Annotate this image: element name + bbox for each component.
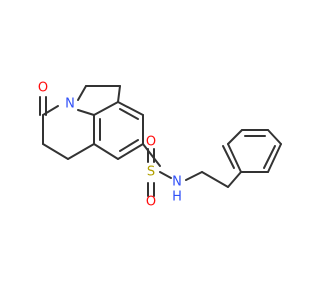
atom-label-hydrogen-amide: H [172, 190, 182, 205]
bond-ph-1-inner [222, 145, 235, 169]
bonds [39, 85, 282, 197]
atom-label-oxygen-carbonyl: O [38, 81, 48, 96]
bond-n-ch2 [77, 85, 87, 101]
bond-ar-2 [117, 101, 144, 116]
atom-label-oxygen-sulfonyl-top: O [146, 135, 156, 150]
bond-ph-1 [227, 143, 242, 173]
atom-label-sulfur: S [147, 165, 155, 180]
bond-ar-4 [117, 143, 144, 160]
bond-ar-1 [93, 101, 119, 116]
background [0, 0, 300, 300]
bond-ar-s [142, 143, 161, 167]
bond-ph-5 [267, 143, 282, 173]
bond-ph-2 [227, 129, 243, 145]
bond-c-co-n [42, 105, 59, 116]
atom-label-nitrogen-amide: N [172, 175, 182, 190]
molecule-structure: O N S O O N H [0, 0, 300, 300]
bond-ch2-ph [227, 171, 242, 188]
bond-ar-4-inner [119, 139, 139, 152]
bond-n-ch2-chain [185, 171, 203, 181]
bond-ch2-ch2-chain [201, 171, 229, 188]
bond-ph-5-inner [263, 145, 276, 169]
bond-ar-2-inner [119, 108, 139, 120]
bond-s-n [159, 171, 172, 179]
bond-ph-4 [267, 129, 282, 145]
bond-ch2-ar-pyr [117, 85, 121, 103]
atom-label-oxygen-sulfonyl-bottom: O [146, 195, 156, 210]
bond-ch2-ch2 [42, 143, 69, 160]
bond-ch2-ar [67, 143, 95, 160]
atom-label-nitrogen-ring: N [65, 97, 75, 112]
bond-ar-5 [93, 143, 119, 160]
bond-n-ar [77, 109, 95, 116]
atom-labels: O N S O O N H [38, 81, 182, 210]
